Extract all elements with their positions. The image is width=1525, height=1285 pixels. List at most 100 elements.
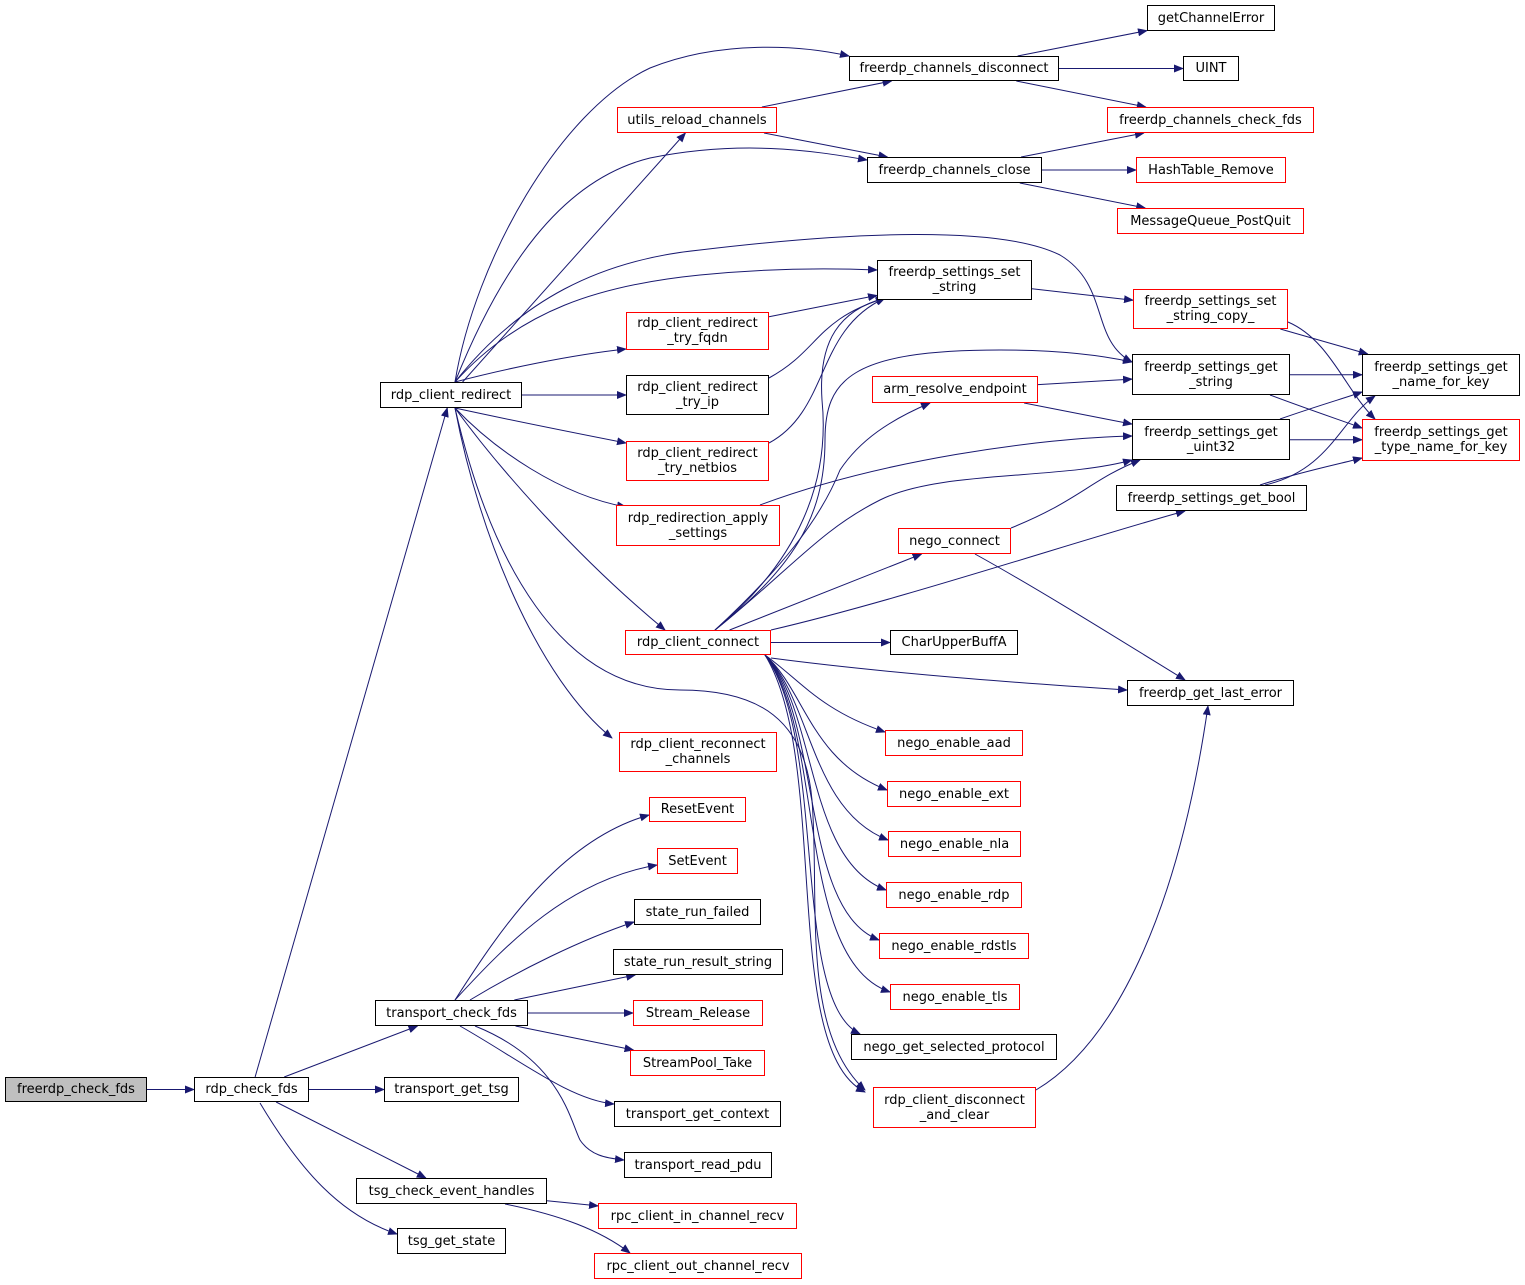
node-Stream_Release[interactable]: Stream_Release [633,1000,763,1026]
edge-transport_check_fds-to-transport_get_context [459,1025,615,1108]
node-freerdp_settings_get_name_for_key[interactable]: freerdp_settings_get _name_for_key [1362,354,1520,396]
edge-freerdp_settings_get_bool-to-freerdp_settings_get_name_for_key [1264,395,1376,486]
node-nego_enable_nla[interactable]: nego_enable_nla [888,831,1021,857]
node-arm_resolve_endpoint[interactable]: arm_resolve_endpoint [872,376,1038,403]
edge-utils_reload_channels-to-freerdp_channels_disconnect [761,78,893,108]
edge-rdp_client_redirect_try_fqdn-to-freerdp_settings_set_string [768,293,878,318]
edge-rdp_client_connect-to-nego_enable_ext [764,654,888,791]
node-transport_read_pdu[interactable]: transport_read_pdu [624,1152,772,1178]
node-nego_enable_ext[interactable]: nego_enable_ext [887,781,1021,807]
node-rpc_client_out_channel_recv[interactable]: rpc_client_out_channel_recv [594,1253,802,1279]
node-rdp_client_redirect[interactable]: rdp_client_redirect [380,382,522,408]
edge-rdp_client_connect-to-nego_enable_rdstls [764,654,880,941]
edge-rdp_client_connect-to-nego_enable_tls [764,654,891,993]
edge-rdp_client_connect-to-nego_enable_rdp [764,654,887,891]
node-freerdp_settings_get_bool[interactable]: freerdp_settings_get_bool [1116,485,1307,511]
edge-arm_resolve_endpoint-to-freerdp_settings_get_string [1037,375,1133,386]
node-freerdp_channels_disconnect[interactable]: freerdp_channels_disconnect [849,56,1059,81]
node-nego_get_selected_protocol[interactable]: nego_get_selected_protocol [851,1034,1057,1060]
edge-rdp_client_connect-to-rdp_client_disconnect_and_clear [764,654,866,1093]
node-UINT[interactable]: UINT [1183,56,1239,81]
edge-arm_resolve_endpoint-to-freerdp_settings_get_uint32 [1024,402,1133,427]
node-transport_get_tsg[interactable]: transport_get_tsg [384,1077,519,1102]
edge-transport_check_fds-to-transport_read_pdu [474,1025,625,1164]
node-tsg_get_state[interactable]: tsg_get_state [397,1228,506,1254]
edge-tsg_check_event_handles-to-rpc_client_in_channel_recv [546,1200,599,1209]
node-freerdp_settings_set_string_copy_[interactable]: freerdp_settings_set _string_copy_ [1133,289,1288,329]
node-freerdp_channels_close[interactable]: freerdp_channels_close [867,157,1042,183]
node-freerdp_settings_get_uint32[interactable]: freerdp_settings_get _uint32 [1132,419,1290,460]
edge-utils_reload_channels-to-freerdp_channels_close [763,132,889,160]
edge-rdp_client_redirect-to-rdp_client_redirect_try_fqdn [454,345,627,383]
edge-rdp_client_redirect-to-freerdp_settings_get_string [454,234,1133,383]
edge-rdp_check_fds-to-rdp_client_redirect [254,407,449,1078]
node-nego_enable_tls[interactable]: nego_enable_tls [890,984,1020,1010]
node-freerdp_settings_set_string[interactable]: freerdp_settings_set _string [877,260,1032,300]
edge-rdp_client_connect-to-arm_resolve_endpoint [714,402,931,631]
node-transport_check_fds[interactable]: transport_check_fds [375,1000,528,1026]
edge-rdp_check_fds-to-transport_check_fds [284,1025,419,1078]
edge-nego_connect-to-freerdp_get_last_error [974,553,1186,681]
edge-rdp_check_fds-to-tsg_check_event_handles [275,1101,427,1179]
edge-rdp_client_connect-to-nego_enable_nla [764,654,889,841]
node-freerdp_check_fds[interactable]: freerdp_check_fds [5,1077,147,1102]
edge-freerdp_settings_get_string-to-freerdp_settings_get_type_name_for_key [1269,394,1363,429]
edge-rdp_client_redirect-to-rdp_client_disconnect_and_clear [454,407,866,1091]
edge-rdp_client_connect-to-nego_get_selected_protocol [764,654,861,1035]
node-tsg_check_event_handles[interactable]: tsg_check_event_handles [356,1178,547,1204]
node-state_run_failed[interactable]: state_run_failed [634,899,761,925]
node-nego_enable_rdp[interactable]: nego_enable_rdp [886,882,1022,908]
node-MessageQueue_PostQuit[interactable]: MessageQueue_PostQuit [1117,208,1304,234]
edge-rdp_client_redirect-to-freerdp_channels_disconnect [454,46,850,383]
node-utils_reload_channels[interactable]: utils_reload_channels [617,107,777,133]
node-transport_get_context[interactable]: transport_get_context [614,1101,781,1127]
edge-rdp_client_connect-to-nego_connect [729,553,923,631]
edge-rdp_redirection_apply_settings-to-freerdp_settings_get_uint32 [759,432,1133,506]
node-rdp_client_disconnect_and_clear[interactable]: rdp_client_disconnect _and_clear [873,1087,1036,1128]
node-freerdp_settings_get_type_name_for_key[interactable]: freerdp_settings_get _type_name_for_key [1362,419,1520,461]
edge-freerdp_channels_close-to-MessageQueue_PostQuit [1019,182,1147,211]
edge-rdp_client_connect-to-freerdp_settings_get_string [714,349,1133,631]
edge-rdp_client_redirect-to-freerdp_channels_close [454,147,868,383]
node-nego_connect[interactable]: nego_connect [898,528,1011,554]
node-rpc_client_in_channel_recv[interactable]: rpc_client_in_channel_recv [598,1203,797,1229]
edge-rdp_client_redirect-to-utils_reload_channels [462,132,687,383]
node-StreamPool_Take[interactable]: StreamPool_Take [630,1050,765,1076]
node-freerdp_settings_get_string[interactable]: freerdp_settings_get _string [1132,354,1290,395]
edge-freerdp_settings_get_bool-to-freerdp_settings_get_type_name_for_key [1259,456,1363,486]
node-freerdp_get_last_error[interactable]: freerdp_get_last_error [1127,680,1294,706]
edge-rdp_client_redirect-to-rdp_client_reconnect_channels [454,407,613,739]
node-CharUpperBuffA[interactable]: CharUpperBuffA [890,630,1018,655]
node-state_run_result_string[interactable]: state_run_result_string [613,949,783,975]
node-rdp_client_redirect_try_fqdn[interactable]: rdp_client_redirect _try_fqdn [626,312,769,350]
edge-rdp_client_redirect_try_netbios-to-freerdp_settings_set_string [768,297,886,444]
edge-rdp_client_redirect-to-rdp_redirection_apply_settings [454,407,627,510]
node-rdp_client_connect[interactable]: rdp_client_connect [625,630,771,655]
edge-freerdp_channels_disconnect-to-freerdp_channels_check_fds [1016,80,1147,110]
node-freerdp_channels_check_fds[interactable]: freerdp_channels_check_fds [1107,107,1314,133]
edge-rdp_client_connect-to-freerdp_settings_get_bool [770,509,1186,631]
edge-freerdp_settings_get_uint32-to-freerdp_settings_get_name_for_key [1279,391,1363,420]
edge-rdp_client_redirect-to-rdp_client_redirect_try_netbios [454,407,627,446]
node-rdp_client_reconnect_channels[interactable]: rdp_client_reconnect _channels [619,732,777,772]
edge-rdp_client_connect-to-nego_enable_aad [764,654,886,733]
edge-transport_check_fds-to-StreamPool_Take [515,1025,635,1053]
node-getChannelError[interactable]: getChannelError [1147,5,1275,31]
node-rdp_check_fds[interactable]: rdp_check_fds [194,1077,309,1102]
node-HashTable_Remove[interactable]: HashTable_Remove [1136,157,1286,183]
edge-freerdp_channels_disconnect-to-getChannelError [1017,28,1148,57]
node-nego_enable_aad[interactable]: nego_enable_aad [885,730,1023,756]
edge-transport_check_fds-to-state_run_failed [469,921,635,1001]
edge-rdp_client_redirect-to-freerdp_settings_set_string [454,265,878,383]
edge-rdp_client_disconnect_and_clear-to-freerdp_get_last_error [1035,705,1211,1091]
edge-freerdp_channels_close-to-freerdp_channels_check_fds [1021,130,1145,158]
node-rdp_client_redirect_try_ip[interactable]: rdp_client_redirect _try_ip [626,375,769,415]
node-ResetEvent[interactable]: ResetEvent [649,797,746,822]
node-SetEvent[interactable]: SetEvent [657,848,738,874]
edge-rdp_check_fds-to-tsg_get_state [259,1102,398,1235]
node-rdp_redirection_apply_settings[interactable]: rdp_redirection_apply _settings [616,505,780,546]
node-rdp_client_redirect_try_netbios[interactable]: rdp_client_redirect _try_netbios [626,441,769,481]
node-nego_enable_rdstls[interactable]: nego_enable_rdstls [879,933,1029,959]
edge-rdp_client_connect-to-freerdp_get_last_error [770,657,1128,694]
